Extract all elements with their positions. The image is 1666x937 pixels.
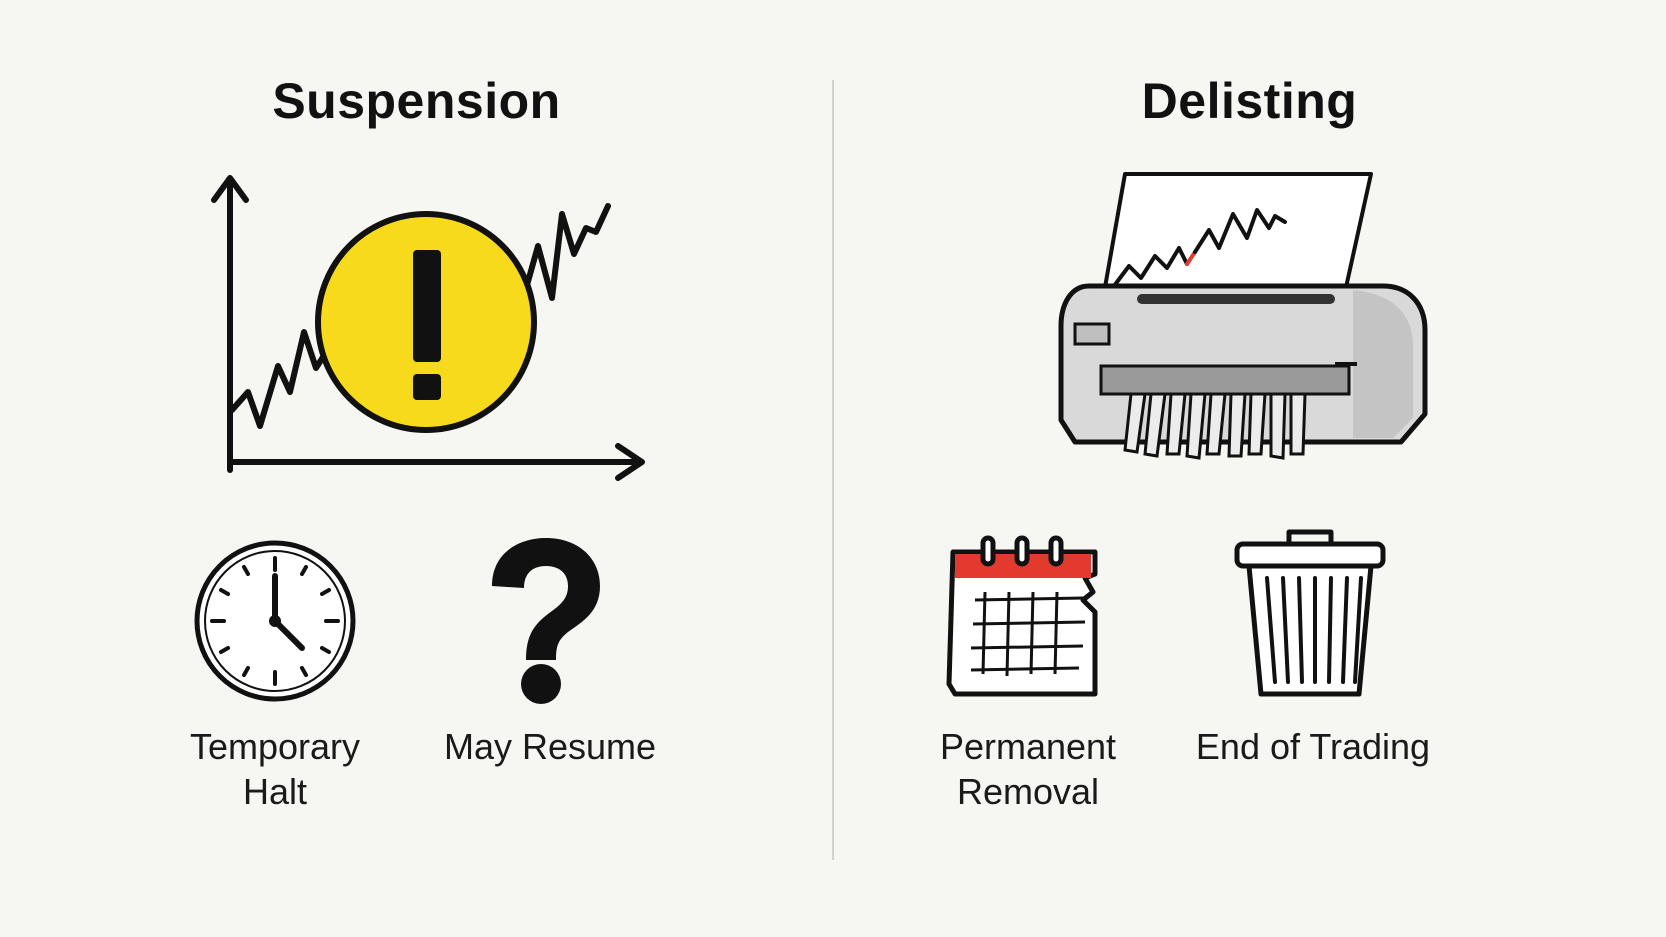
temporary-halt-label: Temporary Halt [189, 726, 361, 812]
warning-icon [315, 211, 537, 433]
torn-calendar-icon [946, 535, 1098, 697]
suspension-title: Suspension [272, 73, 561, 129]
permanent-removal-label: Permanent Removal [939, 726, 1117, 812]
end-of-trading-label: End of Trading [1195, 726, 1431, 767]
trash-can-icon [1234, 529, 1386, 697]
question-mark-icon [492, 538, 600, 704]
may-resume-label: May Resume [443, 726, 657, 767]
shredded-strips [1123, 392, 1307, 460]
delisting-title: Delisting [1141, 73, 1358, 129]
price-line-before [229, 329, 333, 429]
clock-icon [194, 540, 356, 702]
shredder-illustration [1058, 172, 1428, 460]
halted-stock-chart-illustration [211, 175, 645, 481]
suspension-panel: Suspension [189, 73, 657, 812]
chart-y-arrow [211, 175, 249, 203]
panel-divider [832, 80, 834, 860]
chart-x-arrow [615, 443, 645, 481]
delisting-panel: Delisting [833, 0, 1666, 937]
